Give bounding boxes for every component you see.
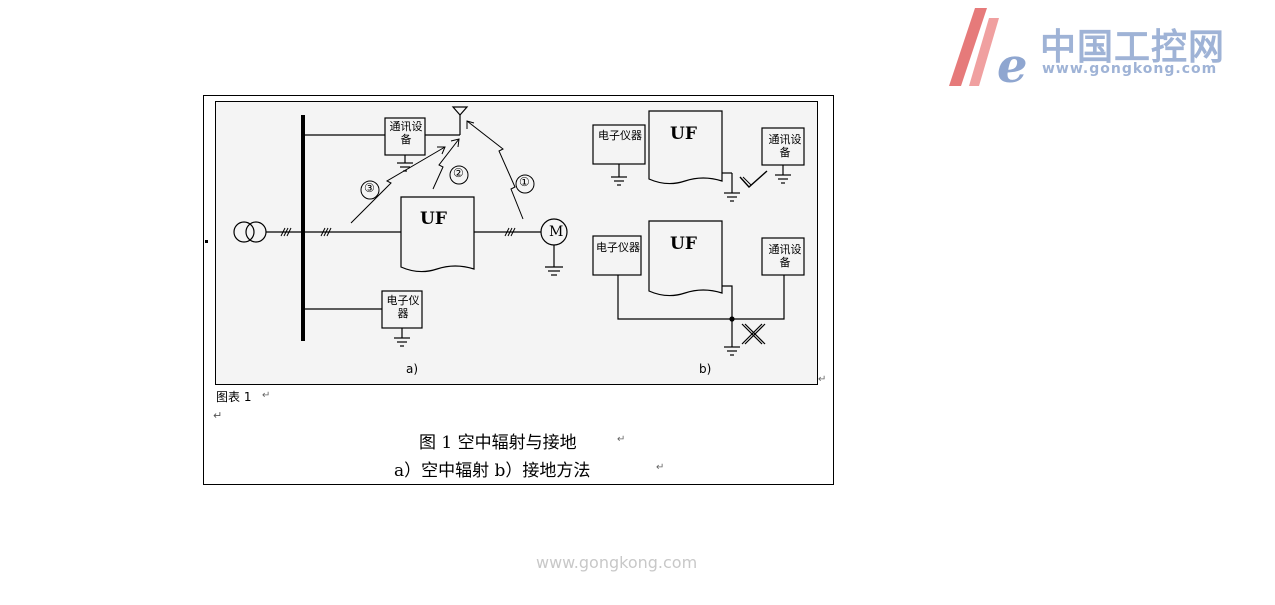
uf-block-a	[400, 196, 475, 273]
common-ground-bus	[617, 275, 785, 320]
instrument-label-b-bottom: 电子仪器	[596, 241, 640, 254]
panel-b-label: b)	[699, 362, 712, 376]
comm-device-label-a: 通讯设备	[389, 120, 423, 146]
uf-block-b-top	[648, 110, 723, 185]
gongkong-logo: e	[949, 8, 1028, 92]
marker-2: ②	[453, 166, 464, 180]
return-mark-icon: ↵	[213, 409, 223, 422]
transformer-coil-2	[245, 221, 267, 243]
marker-1-circle	[515, 174, 535, 194]
uf-label-b-bottom: UF	[670, 234, 697, 254]
marker-2-circle	[449, 165, 469, 185]
return-mark-icon: ↵	[262, 390, 271, 401]
marker-1: ①	[519, 175, 530, 189]
comm-device-label-b-top: 通讯设备	[768, 133, 802, 159]
radiation-arrow-2	[450, 138, 460, 148]
logo-url-text: www.gongkong.com	[1042, 61, 1218, 77]
cross-mark-icon	[741, 323, 766, 345]
logo-slash-shape	[949, 8, 987, 86]
uf-label-a: UF	[420, 209, 447, 229]
footer-watermark-url: www.gongkong.com	[536, 553, 698, 572]
ground-symbol-b-top-3	[775, 174, 791, 184]
motor-label: M	[549, 224, 564, 240]
transformer-coil-1	[233, 221, 255, 243]
caption-line-1: 图 1 空中辐射与接地	[419, 433, 577, 453]
return-mark-icon: ↵	[818, 374, 827, 385]
instrument-box-b-bottom	[592, 235, 642, 276]
instrument-box-a	[381, 290, 423, 329]
comm-box-b-bottom	[761, 237, 805, 276]
caption-line-2: a）空中辐射 b）接地方法	[394, 461, 591, 481]
uf-block-b-bottom	[648, 220, 723, 297]
return-mark-icon: ↵	[617, 434, 626, 445]
instrument-label-b-top: 电子仪器	[598, 129, 642, 142]
ground-symbol-b-top-1	[611, 176, 627, 186]
radiation-arrow-3	[437, 146, 446, 155]
radiation-path-2	[432, 138, 460, 190]
marker-3-circle	[360, 180, 380, 200]
radiation-path-3	[350, 146, 446, 224]
figure-label: 图表 1	[216, 390, 252, 404]
logo-e-letter: e	[997, 38, 1028, 92]
ground-symbol-motor	[545, 266, 563, 276]
ground-symbol-b-bottom	[724, 346, 740, 356]
hash-marks	[280, 227, 516, 237]
figure-frame	[203, 95, 834, 485]
logo-slash-shape-2	[969, 18, 999, 86]
uf-label-b-top: UF	[670, 124, 697, 144]
marker-3: ③	[364, 181, 375, 195]
instrument-box-b-top	[592, 124, 646, 165]
radiation-path-1	[466, 120, 524, 220]
comm-device-label-b-bottom: 通讯设备	[768, 243, 802, 269]
logo-chinese-text: 中国工控网	[1040, 27, 1226, 68]
antenna-icon	[451, 106, 469, 116]
ground-symbol-instrument-a	[394, 337, 410, 347]
check-mark-icon	[739, 170, 768, 188]
uf-b-bottom-lead	[722, 285, 733, 319]
check-mark-icon-2	[742, 176, 752, 186]
frame-anchor-mark	[205, 240, 208, 243]
radiation-arrow-1	[466, 120, 475, 129]
instrument-label-a: 电子仪器	[386, 294, 420, 320]
panel-a-label: a)	[406, 362, 419, 376]
grounding-diagram	[233, 106, 805, 356]
return-mark-icon: ↵	[656, 462, 665, 473]
ground-symbol-b-top-2	[724, 192, 740, 202]
comm-device-box-a	[384, 117, 426, 156]
